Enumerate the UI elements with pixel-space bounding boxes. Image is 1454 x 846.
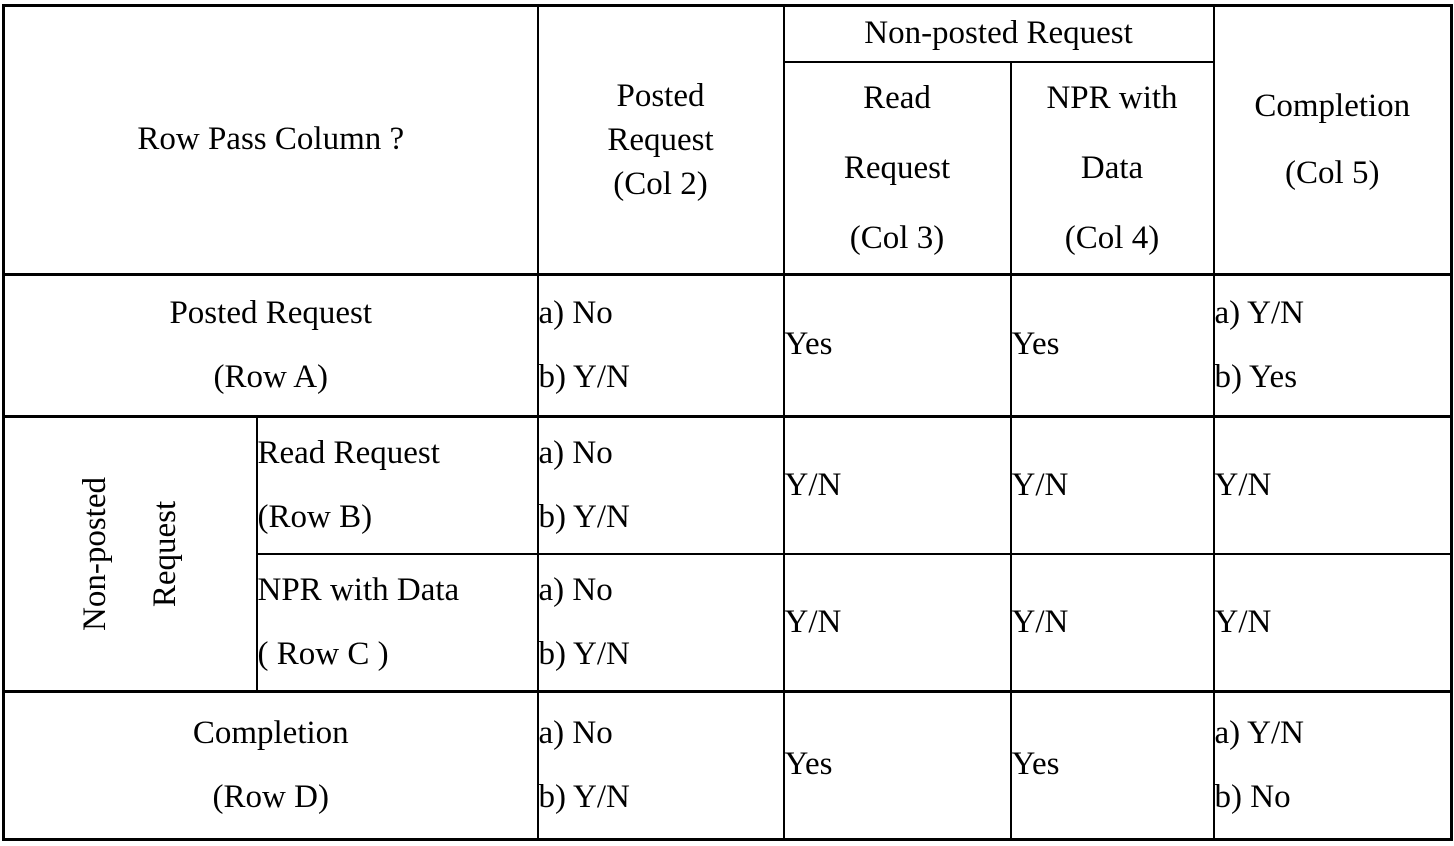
cell-row-a-col3: Yes: [782, 272, 1012, 418]
col4-header-line: NPR with: [1046, 79, 1178, 116]
cell-row-d-col5: a) Y/N b) No: [1212, 689, 1453, 840]
row-c-label-cell: NPR with Data ( Row C ): [255, 553, 539, 693]
col5-header-line: (Col 5): [1285, 154, 1380, 191]
col5-header-line: Completion: [1254, 87, 1411, 124]
row-label-line: ( Row C ): [257, 636, 389, 673]
rotated-label-line: Request: [147, 500, 184, 607]
cell-row-c-col4: Y/N: [1009, 553, 1215, 693]
cell-row-c-col5: Y/N: [1212, 553, 1453, 693]
cell-option-line: a) No: [538, 715, 613, 751]
col2-header-line: (Col 2): [613, 165, 708, 202]
cell-row-b-col5: Y/N: [1212, 415, 1453, 555]
nonposted-group-label: Non-posted Request: [864, 15, 1133, 52]
cell-value: Y/N: [1214, 466, 1272, 503]
cell-option-line: a) No: [538, 295, 613, 331]
col3-header-line: (Col 3): [849, 219, 945, 256]
cell-row-d-col4: Yes: [1009, 689, 1215, 840]
header-col5-cell: Completion (Col 5): [1212, 4, 1453, 275]
table-row-d: Completion (Row D) a) No b) Y/N Yes Yes …: [2, 689, 1453, 840]
cell-option-line: a) No: [538, 435, 613, 472]
col4-header-line: (Col 4): [1064, 219, 1160, 256]
cell-value: Yes: [784, 326, 833, 363]
row-label-line: (Row A): [213, 359, 329, 395]
header-nonposted-group-cell: Non-posted Request: [782, 4, 1215, 63]
transaction-ordering-table: Row Pass Column ? Posted Request (Col 2)…: [2, 4, 1454, 841]
col2-header-line: Posted: [616, 77, 705, 114]
cell-option-line: b) No: [1214, 779, 1291, 815]
row-b-label-cell: Read Request (Row B): [255, 415, 539, 555]
cell-row-a-col2: a) No b) Y/N: [536, 272, 785, 418]
table-row-a: Posted Request (Row A) a) No b) Y/N Yes …: [2, 272, 1453, 418]
cell-row-d-col3: Yes: [782, 689, 1012, 840]
row-group-nonposted-cell: Non-posted Request: [2, 415, 258, 692]
cell-option-line: b) Y/N: [538, 636, 630, 673]
row-label-line: (Row B): [257, 499, 373, 536]
cell-value: Yes: [1011, 326, 1060, 363]
table-row-c: NPR with Data ( Row C ) a) No b) Y/N Y/N…: [4, 553, 1453, 693]
cell-option-line: a) No: [538, 572, 613, 609]
row-a-label-cell: Posted Request (Row A): [2, 272, 539, 418]
cell-value: Y/N: [784, 603, 842, 640]
row-label-line: Completion: [192, 715, 349, 751]
cell-row-c-col2: a) No b) Y/N: [536, 553, 785, 693]
row-label-line: (Row D): [212, 779, 329, 815]
cell-row-d-col2: a) No b) Y/N: [536, 689, 785, 840]
cell-value: Yes: [784, 746, 833, 783]
cell-row-b-col4: Y/N: [1009, 415, 1215, 555]
header-col2-cell: Posted Request (Col 2): [536, 4, 785, 275]
nonposted-rotated-label: Non-posted Request: [60, 477, 200, 631]
row-d-label-cell: Completion (Row D): [2, 689, 539, 840]
col3-header-line: Read: [863, 79, 931, 116]
cell-row-a-col4: Yes: [1009, 272, 1215, 418]
cell-row-c-col3: Y/N: [782, 553, 1012, 693]
cell-option-line: b) Yes: [1214, 359, 1298, 395]
cell-value: Y/N: [784, 466, 842, 503]
cell-value: Y/N: [1011, 466, 1069, 503]
header-col4-cell: NPR with Data (Col 4): [1009, 60, 1215, 276]
cell-option-line: a) Y/N: [1214, 715, 1305, 751]
cell-option-line: b) Y/N: [538, 779, 630, 815]
cell-option-line: b) Y/N: [538, 499, 630, 536]
row-label-line: NPR with Data: [257, 572, 460, 609]
rotated-label-line: Non-posted: [77, 476, 114, 631]
header-corner-cell: Row Pass Column ?: [2, 4, 539, 275]
cell-value: Y/N: [1011, 603, 1069, 640]
header-col3-cell: Read Request (Col 3): [782, 60, 1012, 276]
cell-value: Yes: [1011, 746, 1060, 783]
col4-header-line: Data: [1080, 149, 1144, 186]
cell-value: Y/N: [1214, 603, 1272, 640]
table-row-b: Non-posted Request Read Request (Row B) …: [2, 415, 1453, 692]
row-label-line: Posted Request: [169, 295, 373, 331]
cell-row-a-col5: a) Y/N b) Yes: [1212, 272, 1453, 418]
col2-header-line: Request: [607, 121, 714, 158]
row-label-line: Read Request: [257, 435, 440, 472]
cell-row-b-col3: Y/N: [782, 415, 1012, 555]
corner-question-label: Row Pass Column ?: [137, 121, 405, 158]
col3-header-line: Request: [843, 149, 951, 186]
cell-row-b-col2: a) No b) Y/N: [536, 415, 785, 555]
cell-option-line: b) Y/N: [538, 359, 630, 395]
cell-option-line: a) Y/N: [1214, 295, 1305, 331]
